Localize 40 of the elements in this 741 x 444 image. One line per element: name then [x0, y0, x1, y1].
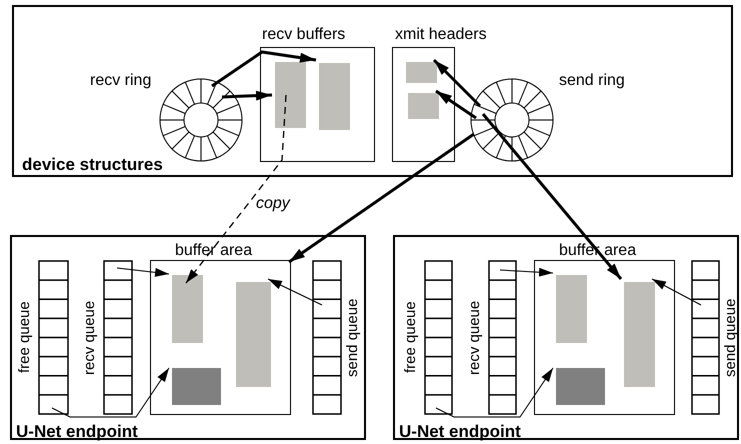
- arrow: [116, 268, 170, 277]
- arrow: [52, 368, 170, 418]
- panel-title: U-Net endpoint: [16, 423, 138, 441]
- buffer-block: [236, 282, 271, 387]
- buffer-block: [556, 368, 605, 405]
- arrow: [222, 90, 272, 101]
- queue-label: recv queue: [81, 299, 99, 377]
- panel: [12, 5, 733, 177]
- arrow: [500, 268, 554, 277]
- arrow: [482, 113, 622, 280]
- queue-label: send queue: [722, 297, 740, 379]
- buffer-block: [172, 368, 221, 405]
- panel-title: device structures: [22, 156, 163, 174]
- arrow: [435, 90, 477, 120]
- panel: [393, 235, 739, 440]
- buffer-block: [624, 282, 655, 387]
- queue-label: send queue: [344, 297, 362, 379]
- arrow: [268, 278, 322, 306]
- arrow: [185, 94, 287, 284]
- ring-label: send ring: [559, 72, 625, 90]
- region-label: buffer area: [175, 242, 252, 260]
- buffer-block: [406, 62, 437, 83]
- region-label: xmit headers: [395, 26, 487, 44]
- region-label: recv buffers: [262, 26, 346, 44]
- ring-label: recv ring: [90, 72, 152, 90]
- buffer-block: [172, 275, 203, 343]
- panel: [10, 235, 366, 440]
- arrow: [288, 132, 475, 264]
- panel-title: U-Net endpoint: [399, 423, 521, 441]
- arrow: [432, 58, 482, 108]
- arrow: [211, 50, 316, 88]
- buffer-block: [408, 93, 439, 119]
- queue-label: recv queue: [466, 299, 484, 377]
- arrow: [436, 368, 554, 418]
- buffer-block: [556, 275, 587, 343]
- queue-label: free queue: [402, 300, 420, 376]
- arrow: [652, 278, 702, 306]
- queue-label: free queue: [16, 300, 34, 376]
- buffer-block: [319, 63, 350, 130]
- buffer-block: [275, 62, 306, 128]
